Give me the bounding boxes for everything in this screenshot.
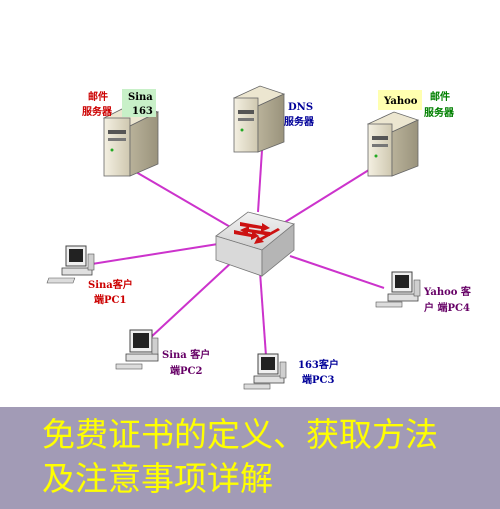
mail-server-left-label-2: 服务器 — [82, 105, 113, 118]
client-pc4 — [375, 271, 421, 308]
network-links — [91, 149, 385, 357]
keyboard — [243, 383, 271, 390]
pc4-label-2: 户 端PC4 — [423, 301, 470, 314]
client-pc1 — [46, 245, 95, 284]
power-led — [240, 128, 244, 132]
client-pc2 — [115, 329, 159, 370]
monitor-screen — [395, 275, 409, 288]
dns-server — [232, 85, 286, 153]
client-pc3 — [243, 353, 287, 390]
pc1-label-2: 端PC1 — [94, 293, 126, 306]
dns-label-2: 服务器 — [284, 115, 315, 128]
banner-title-line-2: 及注意事项详解 — [42, 459, 273, 498]
link-pc2 — [149, 261, 233, 339]
link-pc1 — [91, 243, 219, 265]
pc1-label-1: Sina客户 — [88, 278, 133, 291]
pc2-label-2: 端PC2 — [170, 364, 202, 377]
yahoo-tag — [378, 90, 422, 110]
drive-bay — [108, 138, 126, 141]
keyboard — [375, 301, 403, 308]
monitor-screen — [261, 357, 275, 370]
title-banner: 免费证书的定义、获取方法 及注意事项详解 — [0, 407, 500, 509]
pc4-label-1: Yahoo 客 — [423, 285, 472, 298]
cpu-tower — [151, 337, 159, 355]
keyboard — [46, 277, 76, 284]
server-tower-side — [391, 119, 419, 177]
cpu-tower — [87, 253, 95, 271]
drive-bay — [372, 144, 388, 147]
power-led — [374, 154, 378, 158]
switch-arrows-icon — [234, 222, 280, 244]
banner-title-line-1: 免费证书的定义、获取方法 — [42, 415, 438, 454]
pc-base — [253, 375, 285, 384]
power-led — [110, 148, 114, 152]
drive-bay — [108, 130, 126, 134]
link-pc3 — [259, 271, 267, 357]
network-switch — [215, 211, 295, 277]
sina-tag-label: Sina — [128, 92, 153, 103]
pc-base — [387, 293, 419, 302]
pc2-label-1: Sina 客户 — [162, 348, 210, 361]
drive-bay — [238, 110, 254, 114]
link-pc4 — [289, 255, 385, 289]
pc-base — [61, 267, 93, 276]
cpu-tower — [413, 279, 421, 297]
keyboard — [115, 363, 143, 370]
link-dns — [257, 149, 263, 213]
link-mail-left — [135, 171, 233, 229]
pc3-label-2: 端PC3 — [302, 373, 334, 386]
sina-163-tag — [122, 89, 156, 117]
drive-bay — [372, 136, 388, 140]
drive-bay — [238, 118, 254, 121]
link-mail-right — [281, 167, 373, 225]
mail-server-right-label-2: 服务器 — [424, 106, 455, 119]
monitor-screen — [133, 333, 149, 348]
server-tower-front — [367, 123, 393, 177]
mail-server-left — [102, 103, 160, 177]
switch-side — [261, 223, 295, 277]
server-tower-side — [257, 93, 285, 153]
yahoo-tag-label: Yahoo — [383, 96, 418, 107]
cpu-tower — [279, 361, 287, 379]
mail-server-left-label-1: 邮件 — [88, 90, 108, 103]
server-tower-front — [103, 117, 131, 177]
dns-label-1: DNS — [288, 102, 313, 113]
monitor-screen — [69, 249, 83, 262]
pc3-label-1: 163客户 — [298, 358, 339, 371]
pc-base — [125, 353, 159, 362]
tag-163-label: 163 — [132, 106, 153, 117]
server-tower-front — [233, 97, 259, 153]
mail-server-right-label-1: 邮件 — [430, 90, 450, 103]
mail-server-right — [366, 111, 420, 177]
